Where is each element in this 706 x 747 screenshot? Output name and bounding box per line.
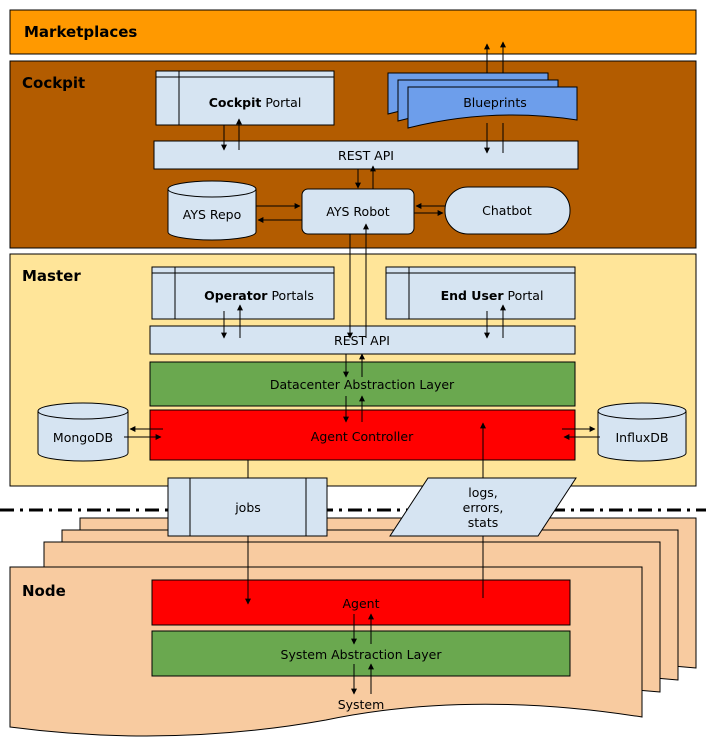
- mongodb-label: MongoDB: [53, 430, 113, 445]
- end-user-portal-label: End User Portal: [441, 288, 544, 303]
- chatbot: [444, 186, 571, 235]
- ays-robot: [301, 188, 415, 235]
- marketplaces-title: Marketplaces: [24, 23, 137, 41]
- cockpit-layer: Cockpit Cockpit Portal Blueprints REST A…: [9, 60, 697, 249]
- cockpit-rest-api-label: REST API: [338, 148, 394, 163]
- logs-errors-stats-channel: logs, errors, stats: [389, 477, 577, 537]
- master-title: Master: [22, 267, 81, 285]
- influxdb-label: InfluxDB: [615, 430, 668, 445]
- blueprints-stack: Blueprints: [387, 72, 578, 129]
- master-layer: Master Operator Portals End User Portal …: [9, 253, 697, 487]
- ays-repo-database: AYS Repo: [167, 180, 257, 241]
- cockpit-portal-label: Cockpit Portal: [209, 95, 302, 110]
- node-title: Node: [22, 582, 66, 600]
- stats-label: stats: [468, 515, 499, 530]
- cockpit-portal: Cockpit Portal: [155, 70, 335, 126]
- operator-portals: Operator Portals: [151, 266, 335, 320]
- end-user-portal: End User Portal: [385, 266, 576, 320]
- errors-label: errors,: [463, 500, 504, 515]
- ays-robot-label: AYS Robot: [326, 204, 389, 219]
- node-layer: Node Agent System Abstraction Layer Syst…: [9, 517, 697, 737]
- connector-arrows: [124, 41, 600, 695]
- marketplaces-layer: Marketplaces: [9, 9, 697, 55]
- mongodb-database: MongoDB: [37, 402, 129, 462]
- ays-repo-label: AYS Repo: [183, 207, 242, 222]
- logs-label: logs,: [468, 485, 498, 500]
- operator-portals-label: Operator Portals: [204, 288, 314, 303]
- jobs-label: jobs: [234, 500, 261, 515]
- chatbot-label: Chatbot: [482, 203, 532, 218]
- influxdb-database: InfluxDB: [597, 402, 687, 462]
- master-rest-api: [149, 325, 576, 355]
- agent-label: Agent: [343, 596, 380, 611]
- jobs-queue: jobs: [167, 477, 328, 537]
- blueprints-label: Blueprints: [463, 95, 527, 110]
- system-abstraction-layer: [151, 630, 571, 677]
- agent-controller-label: Agent Controller: [311, 429, 414, 444]
- agent: [151, 579, 571, 626]
- system-abstraction-layer-label: System Abstraction Layer: [281, 647, 443, 662]
- cockpit-title: Cockpit: [22, 74, 85, 92]
- master-rest-api-label: REST API: [334, 333, 390, 348]
- datacenter-abstraction-layer-label: Datacenter Abstraction Layer: [270, 377, 455, 392]
- marketplaces-background: [9, 9, 697, 55]
- system-label: System: [338, 697, 385, 712]
